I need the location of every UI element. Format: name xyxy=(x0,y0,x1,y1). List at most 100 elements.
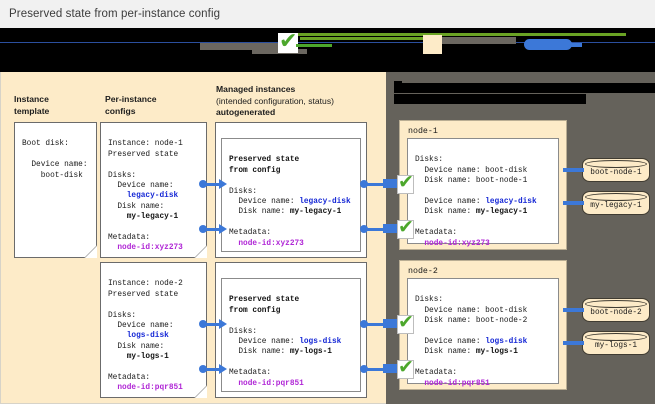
pic2-metadata-value: node-id:pqr851 xyxy=(108,384,183,393)
per-instance-config-card-node-1: Instance: node-1 Preserved state Disks: … xyxy=(100,122,207,258)
connector-dot-pic1-disk xyxy=(199,180,207,188)
legend-green-line-2 xyxy=(300,37,510,40)
disk-boot-node-2-label: boot-node-2 xyxy=(590,308,642,317)
connector-wire-mi2-disk xyxy=(367,322,384,326)
n1-boot-disk: Disk name: boot-node-1 xyxy=(415,177,528,186)
mi1-device-prefix: Device name: xyxy=(229,198,300,207)
instance-template-heading-l1: Instance xyxy=(14,94,49,104)
connector-arrow-pic1-disk xyxy=(219,179,227,189)
region-heading-redaction-2 xyxy=(394,94,586,104)
mi2-preserved-l1: Preserved state xyxy=(229,296,300,305)
mi2-preserved-l2: from config xyxy=(229,306,281,315)
column-heading-managed-instances: Managed instances (intended configuratio… xyxy=(216,84,334,119)
it-line3: Device name: xyxy=(22,161,88,170)
legend-redaction-bar-3 xyxy=(442,37,516,44)
n2-boot-disk: Disk name: boot-node-2 xyxy=(415,317,528,326)
connector-wire-pic2-metadata xyxy=(206,367,220,371)
check-badge-node-1-disk xyxy=(397,175,414,194)
connector-wire-pic1-metadata xyxy=(206,227,220,231)
n2-extra-device-prefix: Device name: xyxy=(415,338,486,347)
connector-dot-mi1-metadata xyxy=(360,225,368,233)
node-2-details: Disks: Device name: boot-disk Disk name:… xyxy=(407,278,559,388)
node-1-details: Disks: Device name: boot-disk Disk name:… xyxy=(407,138,559,248)
mi2-diskname-value: my-logs-1 xyxy=(289,348,332,357)
pic1-instance: Instance: node-1 xyxy=(108,140,183,149)
connector-dot-mi2-disk xyxy=(360,320,368,328)
mi2-device-prefix: Device name: xyxy=(229,338,300,347)
it-line1: Boot disk: xyxy=(22,140,69,149)
n2-disks-label: Disks: xyxy=(415,296,444,305)
connector-dot-mi1-disk xyxy=(360,180,368,188)
n2-metadata-value: node-id:pqr851 xyxy=(415,379,490,388)
pic2-metadata-label: Metadata: xyxy=(108,374,151,383)
managed-heading-l2: (intended configuration, status) xyxy=(216,95,334,106)
connector-dot-pic2-disk xyxy=(199,320,207,328)
managed-instance-inner-node-2: Preserved state from config Disks: Devic… xyxy=(221,278,361,392)
connector-arrow-pic2-metadata xyxy=(219,364,227,374)
connector-dot-pic1-metadata xyxy=(199,225,207,233)
mi2-device-value: logs-disk xyxy=(299,338,342,347)
pic2-diskname-value: my-logs-1 xyxy=(108,353,169,362)
managed-heading-l3: autogenerated xyxy=(216,107,276,117)
legend-redaction-bar-1 xyxy=(200,43,296,50)
n1-disks-label: Disks: xyxy=(415,156,444,165)
column-heading-instance-template: Instance template xyxy=(14,94,49,117)
mi2-diskname-prefix: Disk name: xyxy=(229,348,290,357)
legend-green-line-1 xyxy=(296,33,626,36)
legend-bar-redacted: ✔ xyxy=(0,28,655,72)
connector-wire-mi2-metadata xyxy=(367,367,384,371)
blue-arrow-icon xyxy=(524,39,572,50)
title-bar: Preserved state from per-instance config xyxy=(0,0,655,28)
disk-link-my-legacy-1 xyxy=(563,201,584,205)
managed-instance-inner-node-1: Preserved state from config Disks: Devic… xyxy=(221,138,361,252)
mi1-metadata-label: Metadata: xyxy=(229,229,272,238)
mi2-metadata-value: node-id:pqr851 xyxy=(229,379,304,388)
mi2-metadata-label: Metadata: xyxy=(229,369,272,378)
mi1-diskname-prefix: Disk name: xyxy=(229,208,290,217)
check-badge-node-2-metadata xyxy=(397,360,414,379)
mi1-preserved-l2: from config xyxy=(229,166,281,175)
mi1-diskname-value: my-legacy-1 xyxy=(289,208,342,217)
connector-wire-mi1-metadata xyxy=(367,227,384,231)
blue-arrow-tail xyxy=(556,43,582,47)
n1-extra-disk-prefix: Disk name: xyxy=(415,208,476,217)
diagram-board: Instance template Per-instance configs M… xyxy=(0,72,655,404)
connector-block-mi1-disk xyxy=(383,179,398,188)
pic1-metadata-value: node-id:xyz273 xyxy=(108,244,183,253)
pic2-preserved: Preserved state xyxy=(108,290,179,299)
disk-link-boot-node-1 xyxy=(563,168,584,172)
mi1-disks-label: Disks: xyxy=(229,187,258,196)
legend-divider-rule xyxy=(0,42,655,43)
disk-boot-node-1-label: boot-node-1 xyxy=(590,168,642,177)
it-line4: boot-disk xyxy=(22,171,83,180)
green-check-icon: ✔ xyxy=(398,311,414,333)
pic2-device-value: logs-disk xyxy=(108,332,169,341)
connector-arrow-pic2-disk xyxy=(219,319,227,329)
pic1-disks-label: Disks: xyxy=(108,171,137,180)
pic2-instance: Instance: node-2 xyxy=(108,280,183,289)
n1-boot-device: Device name: boot-disk xyxy=(415,166,528,175)
column-heading-per-instance-configs: Per-instance configs xyxy=(105,94,157,117)
pic1-preserved: Preserved state xyxy=(108,150,179,159)
n2-boot-device: Device name: boot-disk xyxy=(415,306,528,315)
page-title: Preserved state from per-instance config xyxy=(9,8,221,20)
green-check-icon: ✔ xyxy=(398,171,414,193)
n2-extra-device-value: logs-disk xyxy=(485,338,528,347)
connector-dot-mi2-metadata xyxy=(360,365,368,373)
mi1-metadata-value: node-id:xyz273 xyxy=(229,239,304,248)
per-instance-heading-l1: Per-instance xyxy=(105,94,157,104)
page-fold-corner-inner xyxy=(195,386,207,398)
pic1-diskname-value: my-legacy-1 xyxy=(108,213,179,222)
page-fold-corner-inner xyxy=(195,246,207,258)
green-check-icon: ✔ xyxy=(279,29,298,54)
instance-template-heading-l2: template xyxy=(14,105,50,116)
disk-boot-node-2: boot-node-2 xyxy=(582,298,650,322)
mi2-disks-label: Disks: xyxy=(229,327,258,336)
connector-block-mi2-disk xyxy=(383,319,398,328)
pic1-device-label: Device name: xyxy=(108,182,174,191)
disk-my-logs-1-label: my-logs-1 xyxy=(594,341,638,350)
pic1-metadata-label: Metadata: xyxy=(108,234,151,243)
node-1-label: node-1 xyxy=(408,127,438,136)
disk-my-legacy-1: my-legacy-1 xyxy=(582,191,650,215)
